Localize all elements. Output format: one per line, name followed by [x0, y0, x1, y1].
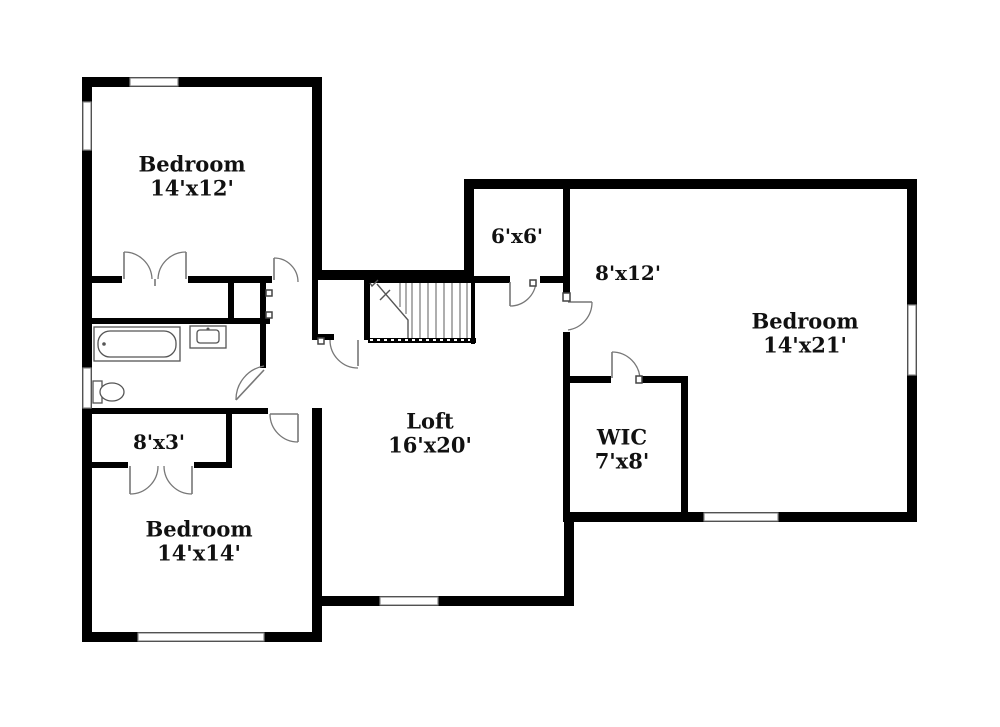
room-label-loft: Loft 16'x20' [388, 408, 472, 457]
room-label-bedroom-right: Bedroom 14'x21' [751, 308, 859, 357]
staircase [368, 279, 476, 344]
room-label-bedroom-bottom-left: Bedroom 14'x14' [145, 516, 253, 565]
room-label-closet-8x3: 8'x3' [132, 429, 186, 454]
room-label-bedroom-top-left: Bedroom 14'x12' [138, 151, 246, 200]
interior-walls [92, 189, 688, 522]
bathroom-fixtures [92, 325, 227, 404]
room-label-bath-8x12: 8'x12' [595, 260, 661, 285]
doors [123, 251, 643, 495]
windows [82, 77, 917, 642]
room-label-closet-6x6: 6'x6' [490, 223, 544, 248]
room-label-wic: WIC 7'x8' [594, 424, 650, 473]
